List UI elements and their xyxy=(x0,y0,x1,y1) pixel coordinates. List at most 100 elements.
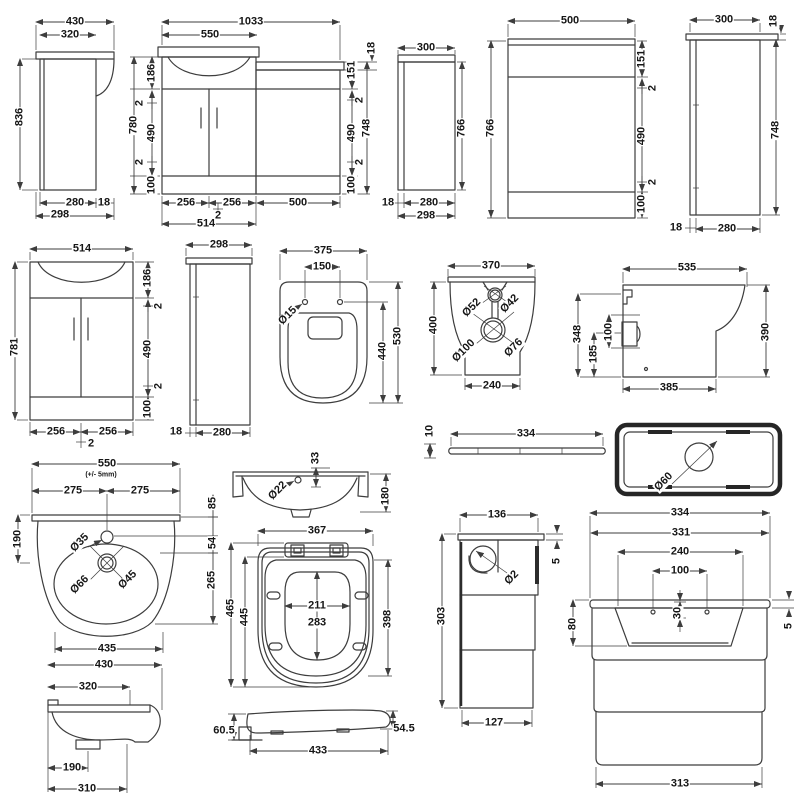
dim-label: 2 xyxy=(213,209,223,222)
dim-label: 18 xyxy=(767,13,780,29)
dim-label: 433 xyxy=(307,744,329,757)
dim-label: 5 xyxy=(782,621,795,631)
dim-label: 256 xyxy=(45,425,67,438)
dim-label: 100 xyxy=(602,321,615,343)
dim-label: 430 xyxy=(64,15,86,28)
dim-label: 2 xyxy=(353,157,366,167)
dim-label: 530 xyxy=(391,325,404,347)
dim-label: 150 xyxy=(311,260,333,273)
dim-label: 18 xyxy=(168,425,184,438)
dim-label: 30 xyxy=(671,605,684,621)
dim-label: 535 xyxy=(676,261,698,274)
dim-label: 18 xyxy=(365,40,378,56)
dim-label: Ø66 xyxy=(68,573,92,597)
dim-label: 186 xyxy=(141,267,154,289)
dim-label: 300 xyxy=(415,41,437,54)
dim-label: 465 xyxy=(224,597,237,619)
dim-label: 240 xyxy=(669,545,691,558)
dim-label: 303 xyxy=(435,605,448,627)
dim-label: 385 xyxy=(658,381,680,394)
dim-label: Ø100 xyxy=(449,336,479,366)
cistern-side-linework xyxy=(439,512,563,727)
dim-label: Ø45 xyxy=(116,568,140,592)
dim-label: 298 xyxy=(49,208,71,221)
dim-label: 186 xyxy=(145,62,158,84)
tall-side-panel-linework xyxy=(685,17,786,233)
dim-label: 2 xyxy=(133,98,146,108)
dim-label: 766 xyxy=(455,117,468,139)
dim-label: 550 xyxy=(199,28,221,41)
dim-label: 280 xyxy=(716,222,738,235)
dim-label: Ø15 xyxy=(276,304,300,328)
dim-label: 440 xyxy=(376,340,389,362)
dim-label: (+/- 5mm) xyxy=(84,471,118,479)
dim-label: 10 xyxy=(423,423,436,439)
dim-label: 390 xyxy=(759,321,772,343)
dim-label: 280 xyxy=(211,426,233,439)
dim-label: 320 xyxy=(77,680,99,693)
dim-label: 100 xyxy=(635,193,648,215)
dim-label: 748 xyxy=(769,119,782,141)
dim-label: 240 xyxy=(481,379,503,392)
dim-label: 490 xyxy=(145,122,158,144)
dim-label: 445 xyxy=(238,606,251,628)
dim-label: 298 xyxy=(208,238,230,251)
dim-label: 33 xyxy=(309,450,322,466)
dim-label: 180 xyxy=(379,485,392,507)
dim-label: 5 xyxy=(550,556,563,566)
dim-label: 766 xyxy=(484,117,497,139)
dim-label: Ø35 xyxy=(68,531,92,555)
dim-label: 275 xyxy=(129,484,151,497)
dim-label: 60.5 xyxy=(212,724,236,737)
dim-label: 190 xyxy=(11,528,24,550)
dim-label: 100 xyxy=(669,564,691,577)
side-panel-linework xyxy=(185,242,253,437)
dim-label: 265 xyxy=(205,569,218,591)
dim-label: 398 xyxy=(381,608,394,630)
dim-label: 1033 xyxy=(237,15,265,28)
dim-label: 80 xyxy=(566,616,579,632)
dim-label: 283 xyxy=(306,616,328,629)
dim-label: 100 xyxy=(141,398,154,420)
dim-label: 370 xyxy=(480,259,502,272)
dim-label: 781 xyxy=(8,336,21,358)
dim-label: 151 xyxy=(345,59,358,81)
dim-label: 320 xyxy=(59,28,81,41)
dim-label: 211 xyxy=(307,599,327,612)
dim-label: 54.5 xyxy=(392,722,416,735)
dim-label: Ø42 xyxy=(498,292,522,316)
dim-label: 331 xyxy=(670,526,692,539)
dim-label: 310 xyxy=(76,782,98,795)
dim-label: 2 xyxy=(152,381,165,391)
dim-label: 2 xyxy=(152,301,165,311)
dim-label: 430 xyxy=(93,658,115,671)
dim-label: 435 xyxy=(96,642,118,655)
dim-label: 375 xyxy=(312,244,334,257)
dim-label: 2 xyxy=(353,95,366,105)
dim-label: 490 xyxy=(635,125,648,147)
dim-label: 275 xyxy=(62,484,84,497)
dim-label: 514 xyxy=(71,242,93,255)
dim-label: 490 xyxy=(141,338,154,360)
dim-label: 256 xyxy=(175,196,197,209)
dim-label: 54 xyxy=(206,535,219,551)
dim-label: 185 xyxy=(587,343,600,365)
dim-label: 748 xyxy=(360,117,373,139)
dim-label: 500 xyxy=(287,196,309,209)
dim-label: 313 xyxy=(669,777,691,790)
dim-label: 2 xyxy=(646,177,659,187)
dim-label: 136 xyxy=(486,508,508,521)
dim-label: Ø2 xyxy=(502,568,522,588)
dim-label: 100 xyxy=(145,174,158,196)
dim-label: 348 xyxy=(571,323,584,345)
dim-label: Ø60 xyxy=(652,470,676,494)
dim-label: 256 xyxy=(97,425,119,438)
dim-label: 334 xyxy=(669,506,691,519)
dim-label: 100 xyxy=(345,174,358,196)
dim-label: 514 xyxy=(195,217,217,230)
dim-label: 85 xyxy=(206,495,219,511)
dim-label: 367 xyxy=(306,524,328,537)
dim-label: 500 xyxy=(559,14,581,27)
dim-label: 836 xyxy=(13,106,26,128)
